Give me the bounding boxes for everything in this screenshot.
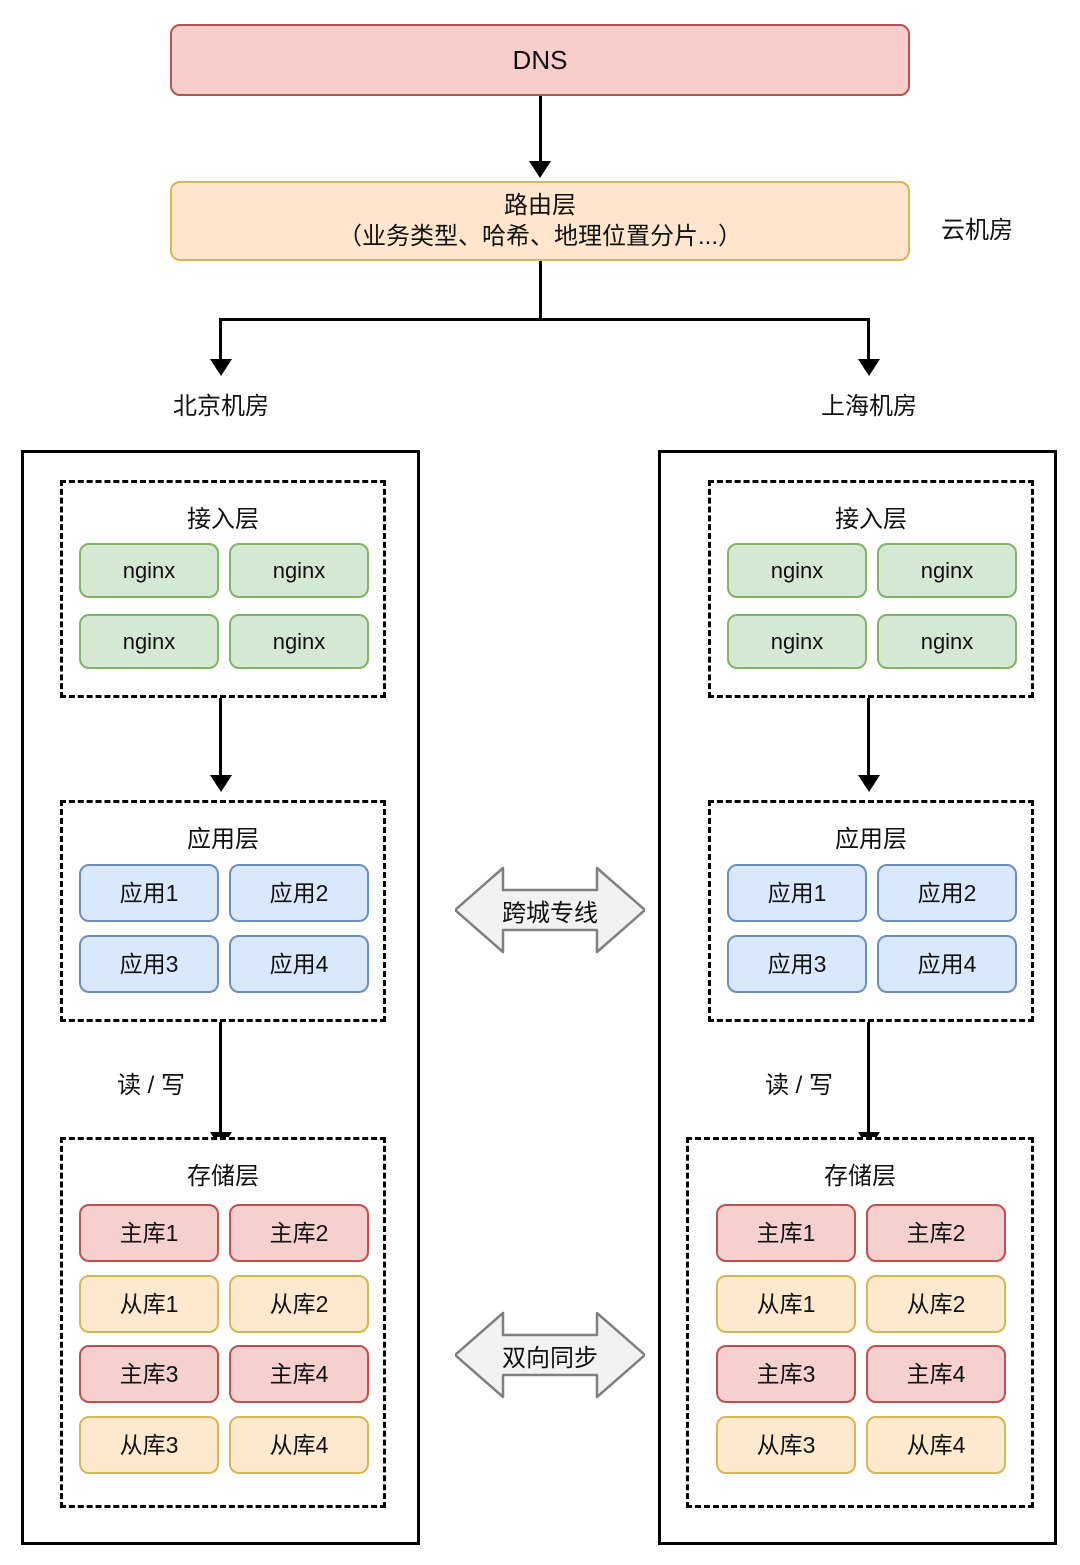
connector-access-to-app-shanghai [867, 698, 870, 778]
nginx-node[interactable]: nginx [79, 614, 219, 669]
connector-branch-right [867, 318, 870, 362]
master-db-node[interactable]: 主库1 [716, 1204, 856, 1262]
nginx-node[interactable]: nginx [877, 614, 1017, 669]
application-node[interactable]: 应用2 [877, 864, 1017, 922]
arrowhead-branch-left [209, 359, 232, 376]
cross-city-link-arrow: 跨城专线 [455, 860, 645, 960]
slave-db-node[interactable]: 从库2 [866, 1275, 1006, 1333]
slave-db-node[interactable]: 从库3 [716, 1416, 856, 1474]
connector-dns-to-router [538, 96, 542, 164]
application-node[interactable]: 应用2 [229, 864, 369, 922]
cross-city-link-label: 跨城专线 [502, 899, 598, 927]
application-node[interactable]: 应用3 [79, 935, 219, 993]
master-db-node[interactable]: 主库4 [229, 1345, 369, 1403]
branch-label-right: 上海机房 [821, 393, 917, 420]
slave-db-node[interactable]: 从库3 [79, 1416, 219, 1474]
nginx-node[interactable]: nginx [79, 543, 219, 598]
slave-db-node[interactable]: 从库4 [866, 1416, 1006, 1474]
arrowhead-branch-right [857, 359, 880, 376]
storage-layer-title-beijing: 存储层 [187, 1163, 259, 1190]
application-node[interactable]: 应用4 [877, 935, 1017, 993]
slave-db-node[interactable]: 从库1 [79, 1275, 219, 1333]
master-db-node[interactable]: 主库4 [866, 1345, 1006, 1403]
router-layer-node[interactable]: 路由层 （业务类型、哈希、地理位置分片...） [170, 181, 910, 261]
access-layer-title-shanghai: 接入层 [835, 506, 907, 533]
connector-access-to-app-beijing [219, 698, 222, 778]
connector-app-to-storage-beijing [219, 1022, 222, 1137]
slave-db-node[interactable]: 从库2 [229, 1275, 369, 1333]
branch-label-left: 北京机房 [173, 393, 269, 420]
application-node[interactable]: 应用4 [229, 935, 369, 993]
dns-node[interactable]: DNS [170, 24, 910, 96]
arrowhead-dns-to-router [529, 161, 551, 178]
nginx-node[interactable]: nginx [229, 614, 369, 669]
connector-app-to-storage-shanghai [867, 1022, 870, 1137]
connector-router-trunk [538, 261, 542, 320]
cloud-datacenter-label: 云机房 [941, 217, 1013, 244]
application-node[interactable]: 应用1 [727, 864, 867, 922]
access-layer-title-beijing: 接入层 [187, 506, 259, 533]
router-line-2: （业务类型、哈希、地理位置分片...） [337, 223, 742, 250]
master-db-node[interactable]: 主库1 [79, 1204, 219, 1262]
storage-layer-title-shanghai: 存储层 [824, 1163, 896, 1190]
nginx-node[interactable]: nginx [877, 543, 1017, 598]
nginx-node[interactable]: nginx [229, 543, 369, 598]
read-write-label-beijing: 读 / 写 [116, 1072, 185, 1099]
arrowhead-access-to-app-beijing [209, 775, 232, 792]
slave-db-node[interactable]: 从库1 [716, 1275, 856, 1333]
connector-branch-horizontal [219, 318, 870, 321]
application-node[interactable]: 应用1 [79, 864, 219, 922]
bidirectional-sync-arrow: 双向同步 [455, 1305, 645, 1405]
master-db-node[interactable]: 主库3 [716, 1345, 856, 1403]
connector-branch-left [219, 318, 222, 362]
nginx-node[interactable]: nginx [727, 543, 867, 598]
read-write-label-shanghai: 读 / 写 [764, 1072, 833, 1099]
master-db-node[interactable]: 主库2 [229, 1204, 369, 1262]
slave-db-node[interactable]: 从库4 [229, 1416, 369, 1474]
application-layer-title-shanghai: 应用层 [835, 826, 907, 853]
application-layer-title-beijing: 应用层 [187, 826, 259, 853]
master-db-node[interactable]: 主库2 [866, 1204, 1006, 1262]
nginx-node[interactable]: nginx [727, 614, 867, 669]
arrowhead-access-to-app-shanghai [857, 775, 880, 792]
master-db-node[interactable]: 主库3 [79, 1345, 219, 1403]
application-node[interactable]: 应用3 [727, 935, 867, 993]
bidirectional-sync-label: 双向同步 [502, 1344, 598, 1372]
router-line-1: 路由层 [503, 191, 576, 219]
